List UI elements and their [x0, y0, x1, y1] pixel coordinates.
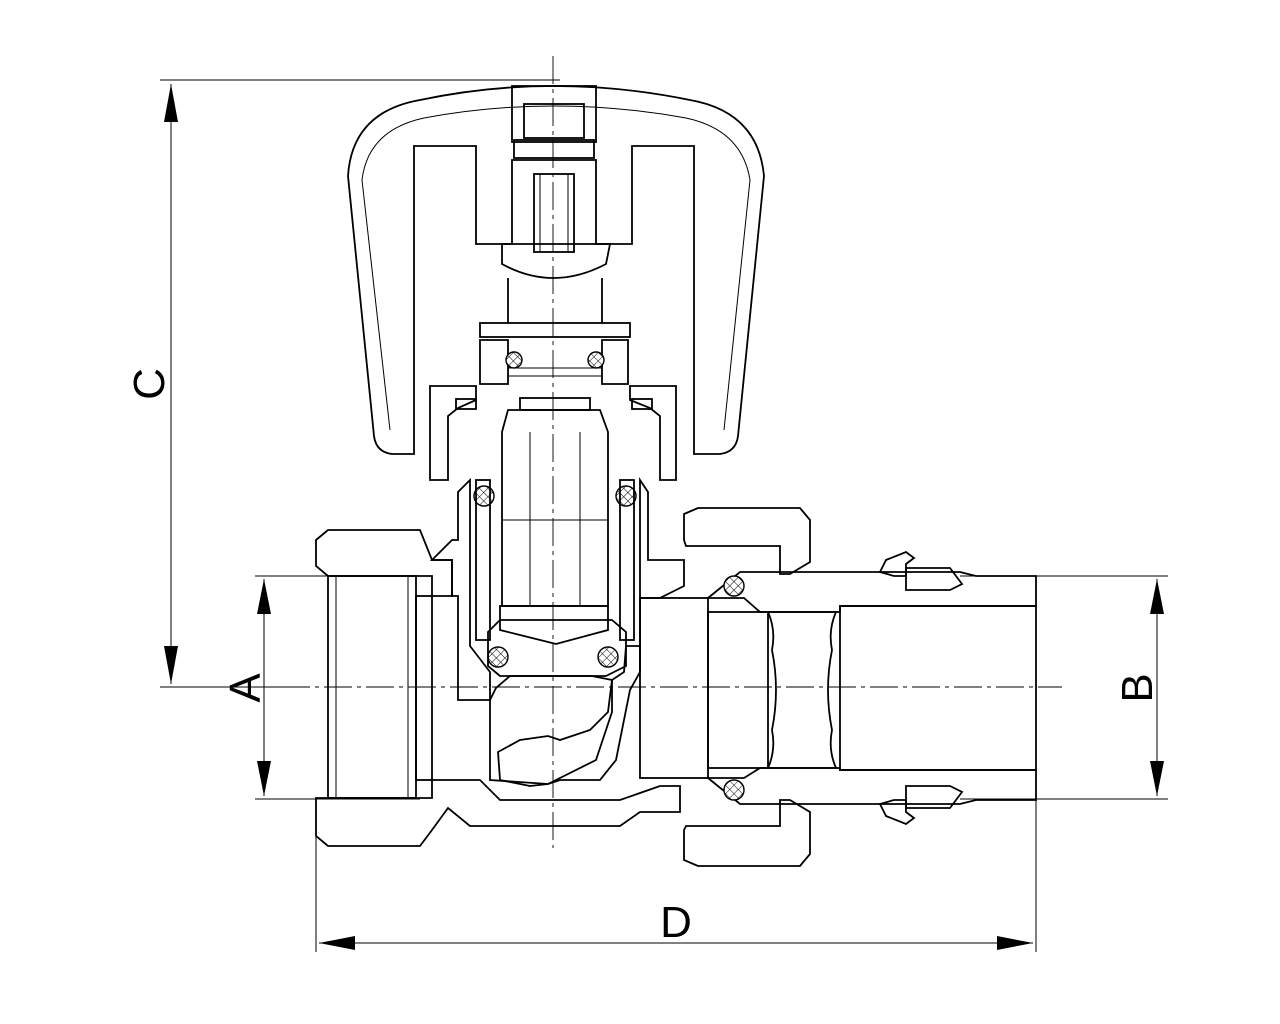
- body-wall-left: [429, 477, 491, 701]
- stem-neck-right: [601, 339, 629, 385]
- disc-cone: [499, 605, 609, 645]
- dim-a-label: A: [221, 673, 270, 703]
- bonnet-seal-left: [455, 398, 477, 410]
- handwheel-shell: [347, 85, 765, 455]
- dimension-c: C: [125, 79, 560, 688]
- union-seat: [707, 611, 769, 769]
- handwheel-inner-line: [361, 105, 751, 431]
- tailpiece-thread: [766, 611, 838, 769]
- flow-cavity: [489, 675, 613, 785]
- dim-a-arrow-top: [257, 579, 271, 614]
- dim-d-arrow-right: [997, 936, 1033, 950]
- tailpiece-bore: [839, 605, 1037, 771]
- dim-c-arrow-top: [164, 84, 178, 122]
- screw-head: [523, 103, 585, 139]
- stem-screw: [533, 173, 575, 253]
- outlet-union: [639, 507, 1037, 867]
- o-ring-spindle-left: [473, 485, 495, 507]
- dim-d-label: D: [660, 898, 692, 947]
- body-wall-right: [497, 477, 685, 787]
- handwheel-inner-line-left: [361, 179, 391, 431]
- dim-c-arrow-bottom: [164, 646, 178, 684]
- spindle-sleeve-left: [475, 479, 491, 641]
- dim-b-arrow-bottom: [1150, 761, 1164, 796]
- retaining-clip-bottom: [878, 799, 916, 826]
- stem-collar: [507, 367, 603, 377]
- spindle-sleeve-right: [619, 479, 635, 641]
- valve-disc: [487, 619, 627, 677]
- dim-b-arrow-top: [1150, 579, 1164, 614]
- o-ring-stem-left: [505, 351, 523, 369]
- cap-insert: [511, 85, 597, 143]
- dimension-d: D: [315, 800, 1037, 952]
- stem-o-rings: [473, 351, 637, 668]
- tailpiece-collar: [639, 597, 709, 779]
- inlet-shoulder: [415, 595, 433, 781]
- bonnet-right: [629, 385, 677, 481]
- union-nut-bottom: [683, 799, 811, 867]
- gland-washer: [479, 322, 631, 338]
- o-ring-seat-left: [487, 646, 509, 668]
- spindle-hex: [501, 409, 609, 607]
- valve-body: [315, 322, 685, 847]
- o-ring-union-bottom: [723, 779, 745, 801]
- spindle-top: [519, 397, 591, 411]
- handwheel-cap: [347, 85, 765, 455]
- o-ring-union-top: [723, 575, 745, 597]
- dimension-b: B: [960, 575, 1168, 800]
- inlet-end-upper: [315, 529, 453, 597]
- dim-a-arrow-bottom: [257, 761, 271, 796]
- spindle: [475, 397, 635, 677]
- union-nut-top: [683, 507, 811, 575]
- handwheel-hub: [501, 243, 612, 279]
- o-ring-stem-right: [587, 351, 605, 369]
- bonnet-seal-right: [631, 398, 653, 410]
- screw-head-base: [513, 139, 595, 159]
- o-ring-seat-right: [597, 646, 619, 668]
- stem-neck-left: [479, 339, 509, 385]
- inlet-end-lower: [315, 779, 681, 847]
- compression-ring-top: [905, 567, 964, 591]
- bonnet: [429, 385, 477, 481]
- o-ring-spindle-right: [615, 485, 637, 507]
- dim-c-label: C: [125, 368, 174, 400]
- dimension-a: A: [221, 575, 420, 800]
- dim-d-arrow-left: [319, 936, 355, 950]
- retaining-clip-top: [878, 550, 916, 577]
- dim-b-label: B: [1113, 673, 1162, 702]
